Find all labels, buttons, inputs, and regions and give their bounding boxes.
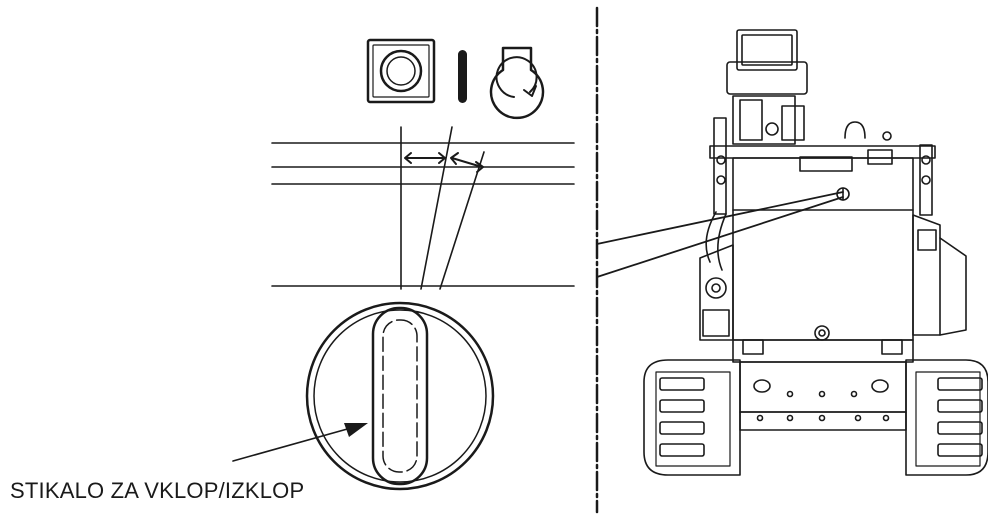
position-arrow-off (404, 152, 446, 164)
rotation-icon (489, 46, 545, 120)
on-off-separator-icon (458, 50, 467, 103)
excavator-rear-view (643, 29, 988, 476)
switch-caption: STIKALO ZA VKLOP/IZKLOP (10, 478, 305, 503)
switch-position-guides (271, 126, 575, 290)
rotary-switch-knob (305, 301, 495, 491)
position-arrow-on (450, 152, 484, 173)
caption-leader-arrow (232, 423, 368, 462)
stop-icon (366, 38, 436, 104)
